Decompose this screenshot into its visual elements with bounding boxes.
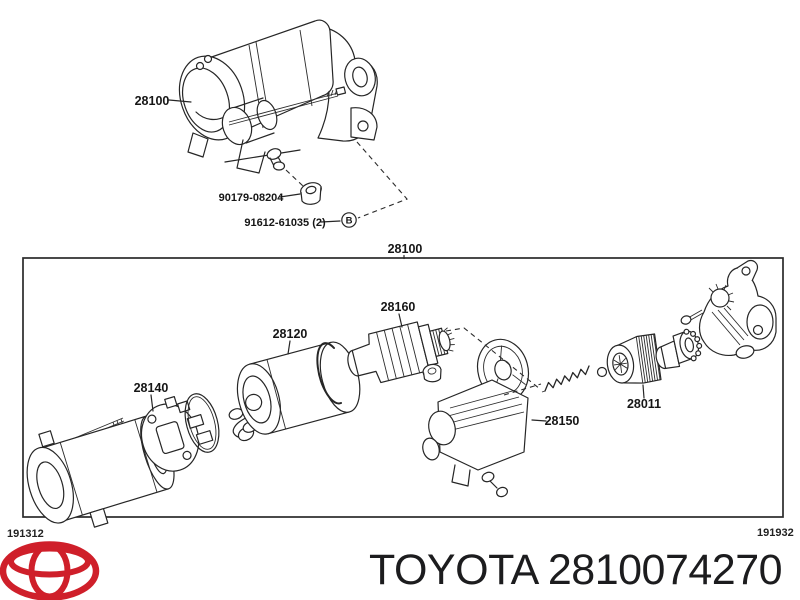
center-housing-drawing (422, 338, 530, 498)
part-label-28160: 28160 (381, 300, 416, 314)
small-nut-drawing (422, 363, 442, 383)
label-box-28100: 28100 (388, 242, 423, 256)
exploded-view-frame (22, 257, 784, 518)
toyota-logo-icon (0, 541, 100, 600)
armature-drawing (347, 321, 455, 384)
end-frame-drawing (680, 259, 777, 359)
top-labels: 28100 90179-08204 91612-61035 (2) (135, 94, 341, 229)
part-label-28150: 28150 (545, 414, 580, 428)
nut-drawing (285, 169, 322, 205)
label-assembly-28100: 28100 (135, 94, 170, 108)
clutch-drawing (606, 333, 662, 384)
part-label-28011: 28011 (627, 397, 661, 411)
spring-drawing (541, 365, 590, 393)
exploded-labels: 28120 28140 28150 28160 28011 (134, 300, 661, 428)
solenoid-drawing (228, 341, 361, 442)
retainer-ring-drawing (596, 366, 608, 378)
construction-lines (445, 327, 542, 396)
label-bolt-91612: 91612-61035 (2) (244, 217, 326, 229)
part-label-28140: 28140 (134, 381, 169, 395)
bolt-marker: B (341, 141, 408, 228)
starter-assembly-drawing (178, 19, 378, 174)
label-nut-90179: 90179-08204 (219, 192, 285, 204)
bolt-marker-letter: B (346, 216, 353, 227)
figure-code-right: 191932 (757, 527, 794, 539)
page-title: TOYOTA 2810074270 (369, 546, 783, 594)
pinion-gear-drawing (655, 328, 703, 370)
part-label-28120: 28120 (273, 327, 308, 341)
o-ring-drawing (184, 393, 220, 453)
figure-code-left: 191312 (7, 528, 44, 540)
